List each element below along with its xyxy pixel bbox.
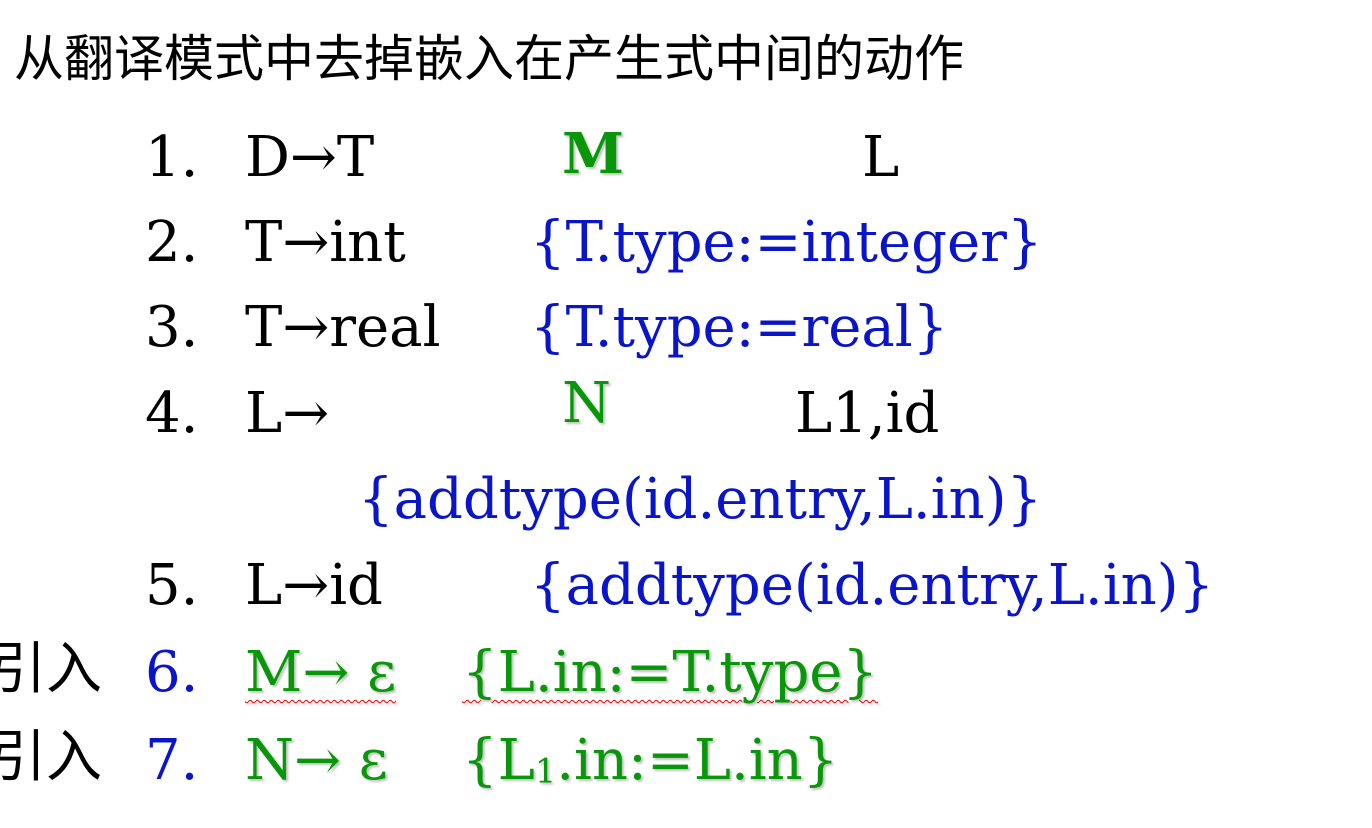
slide-title: 从翻译模式中去掉嵌入在产生式中间的动作 xyxy=(14,30,964,88)
rule-lhs: L→ xyxy=(245,381,330,446)
rule-action: {L.in:=T.type} xyxy=(462,640,879,705)
marker-m: M xyxy=(562,121,624,187)
rule-action: {addtype(id.entry,L.in)} xyxy=(530,553,1215,618)
action-pre: {L xyxy=(462,728,535,793)
rule-lhs: T→real xyxy=(245,295,441,360)
action-post: .in:=L.in} xyxy=(556,728,839,793)
rule-lhs: T→int xyxy=(245,210,406,275)
marker-n: N xyxy=(562,371,611,436)
rule-action: {T.type:=real} xyxy=(530,295,949,360)
rule-lhs: L→id xyxy=(245,553,383,618)
rule-number: 6. xyxy=(145,640,199,705)
rule-rest: L xyxy=(862,125,900,190)
rule-number: 1. xyxy=(145,125,199,190)
rule-number: 4. xyxy=(145,381,199,446)
introduce-label: 引入 xyxy=(0,637,102,702)
rule-number: 7. xyxy=(145,728,199,793)
rule-action: {L1.in:=L.in} xyxy=(462,733,838,789)
rule-rest: L1,id xyxy=(795,381,940,446)
rule-number: 5. xyxy=(145,553,199,618)
rule-action: {T.type:=integer} xyxy=(530,210,1043,275)
rule-lhs: D→T xyxy=(245,125,375,190)
rule-lhs: N→ ε xyxy=(245,728,388,793)
subscript: 1 xyxy=(534,751,557,791)
introduce-label: 引入 xyxy=(0,725,102,790)
rule-number: 3. xyxy=(145,295,199,360)
rule-action: {addtype(id.entry,L.in)} xyxy=(358,467,1043,532)
rule-number: 2. xyxy=(145,210,199,275)
rule-lhs: M→ ε xyxy=(245,640,397,705)
